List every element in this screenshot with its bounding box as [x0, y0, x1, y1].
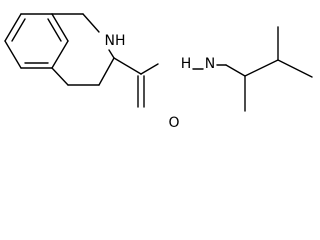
carbonyl-oxygen-label: O	[168, 115, 179, 131]
bond	[108, 49, 115, 59]
bond	[140, 63, 159, 75]
bond	[113, 57, 142, 75]
double-bond-line	[47, 18, 62, 42]
bond	[4, 40, 22, 69]
double-bond-line	[11, 18, 26, 42]
piperidine-ring	[51, 13, 115, 86]
benzene-ring	[4, 13, 69, 69]
bond	[98, 57, 115, 86]
bond	[51, 40, 69, 69]
carboxamide-group	[113, 57, 159, 108]
structural-formula-diagram: NH N H O	[4, 13, 313, 131]
alkyl-substituent	[225, 26, 313, 112]
amide-nitrogen-label: N	[205, 56, 215, 72]
bond	[277, 59, 313, 78]
bond	[82, 13, 100, 33]
bond	[244, 59, 279, 77]
ring-nitrogen-label: NH	[105, 33, 126, 49]
bond	[51, 13, 69, 42]
bond	[51, 67, 69, 86]
bond	[4, 13, 22, 42]
bond	[225, 64, 246, 77]
amide-hydrogen-label: H	[181, 56, 192, 72]
